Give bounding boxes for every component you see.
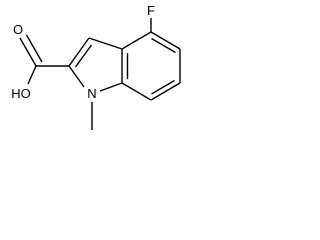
chemical-structure-diagram: F N O HO [11,3,181,130]
bond-carboxyl-o [19,37,37,67]
fluorine-label: F [147,3,155,18]
bonds [19,18,181,130]
double-bond-inner-carboxyl-o [25,34,43,63]
nitrogen-label: N [87,86,96,101]
bond-c9-c4 [150,31,181,50]
carbonyl-oxygen-label: O [13,22,23,37]
double-bond-inner-c3-c2 [74,44,93,68]
bond-c6-c7 [121,82,152,101]
bond-carboxyl-oh [27,65,37,85]
bond-c8-c9 [121,31,152,50]
bond-c8-c3 [88,37,123,50]
bond-n1-c7 [99,82,123,92]
double-bond-inner-c9-c4 [151,37,176,54]
bond-c3-c2 [68,37,90,67]
bond-c5-c6 [150,82,181,101]
double-bond-inner-c5-c6 [151,79,175,95]
bond-c2-n1 [68,65,85,88]
hydroxyl-label: HO [11,86,31,101]
atom-labels: F N O HO [11,3,155,101]
